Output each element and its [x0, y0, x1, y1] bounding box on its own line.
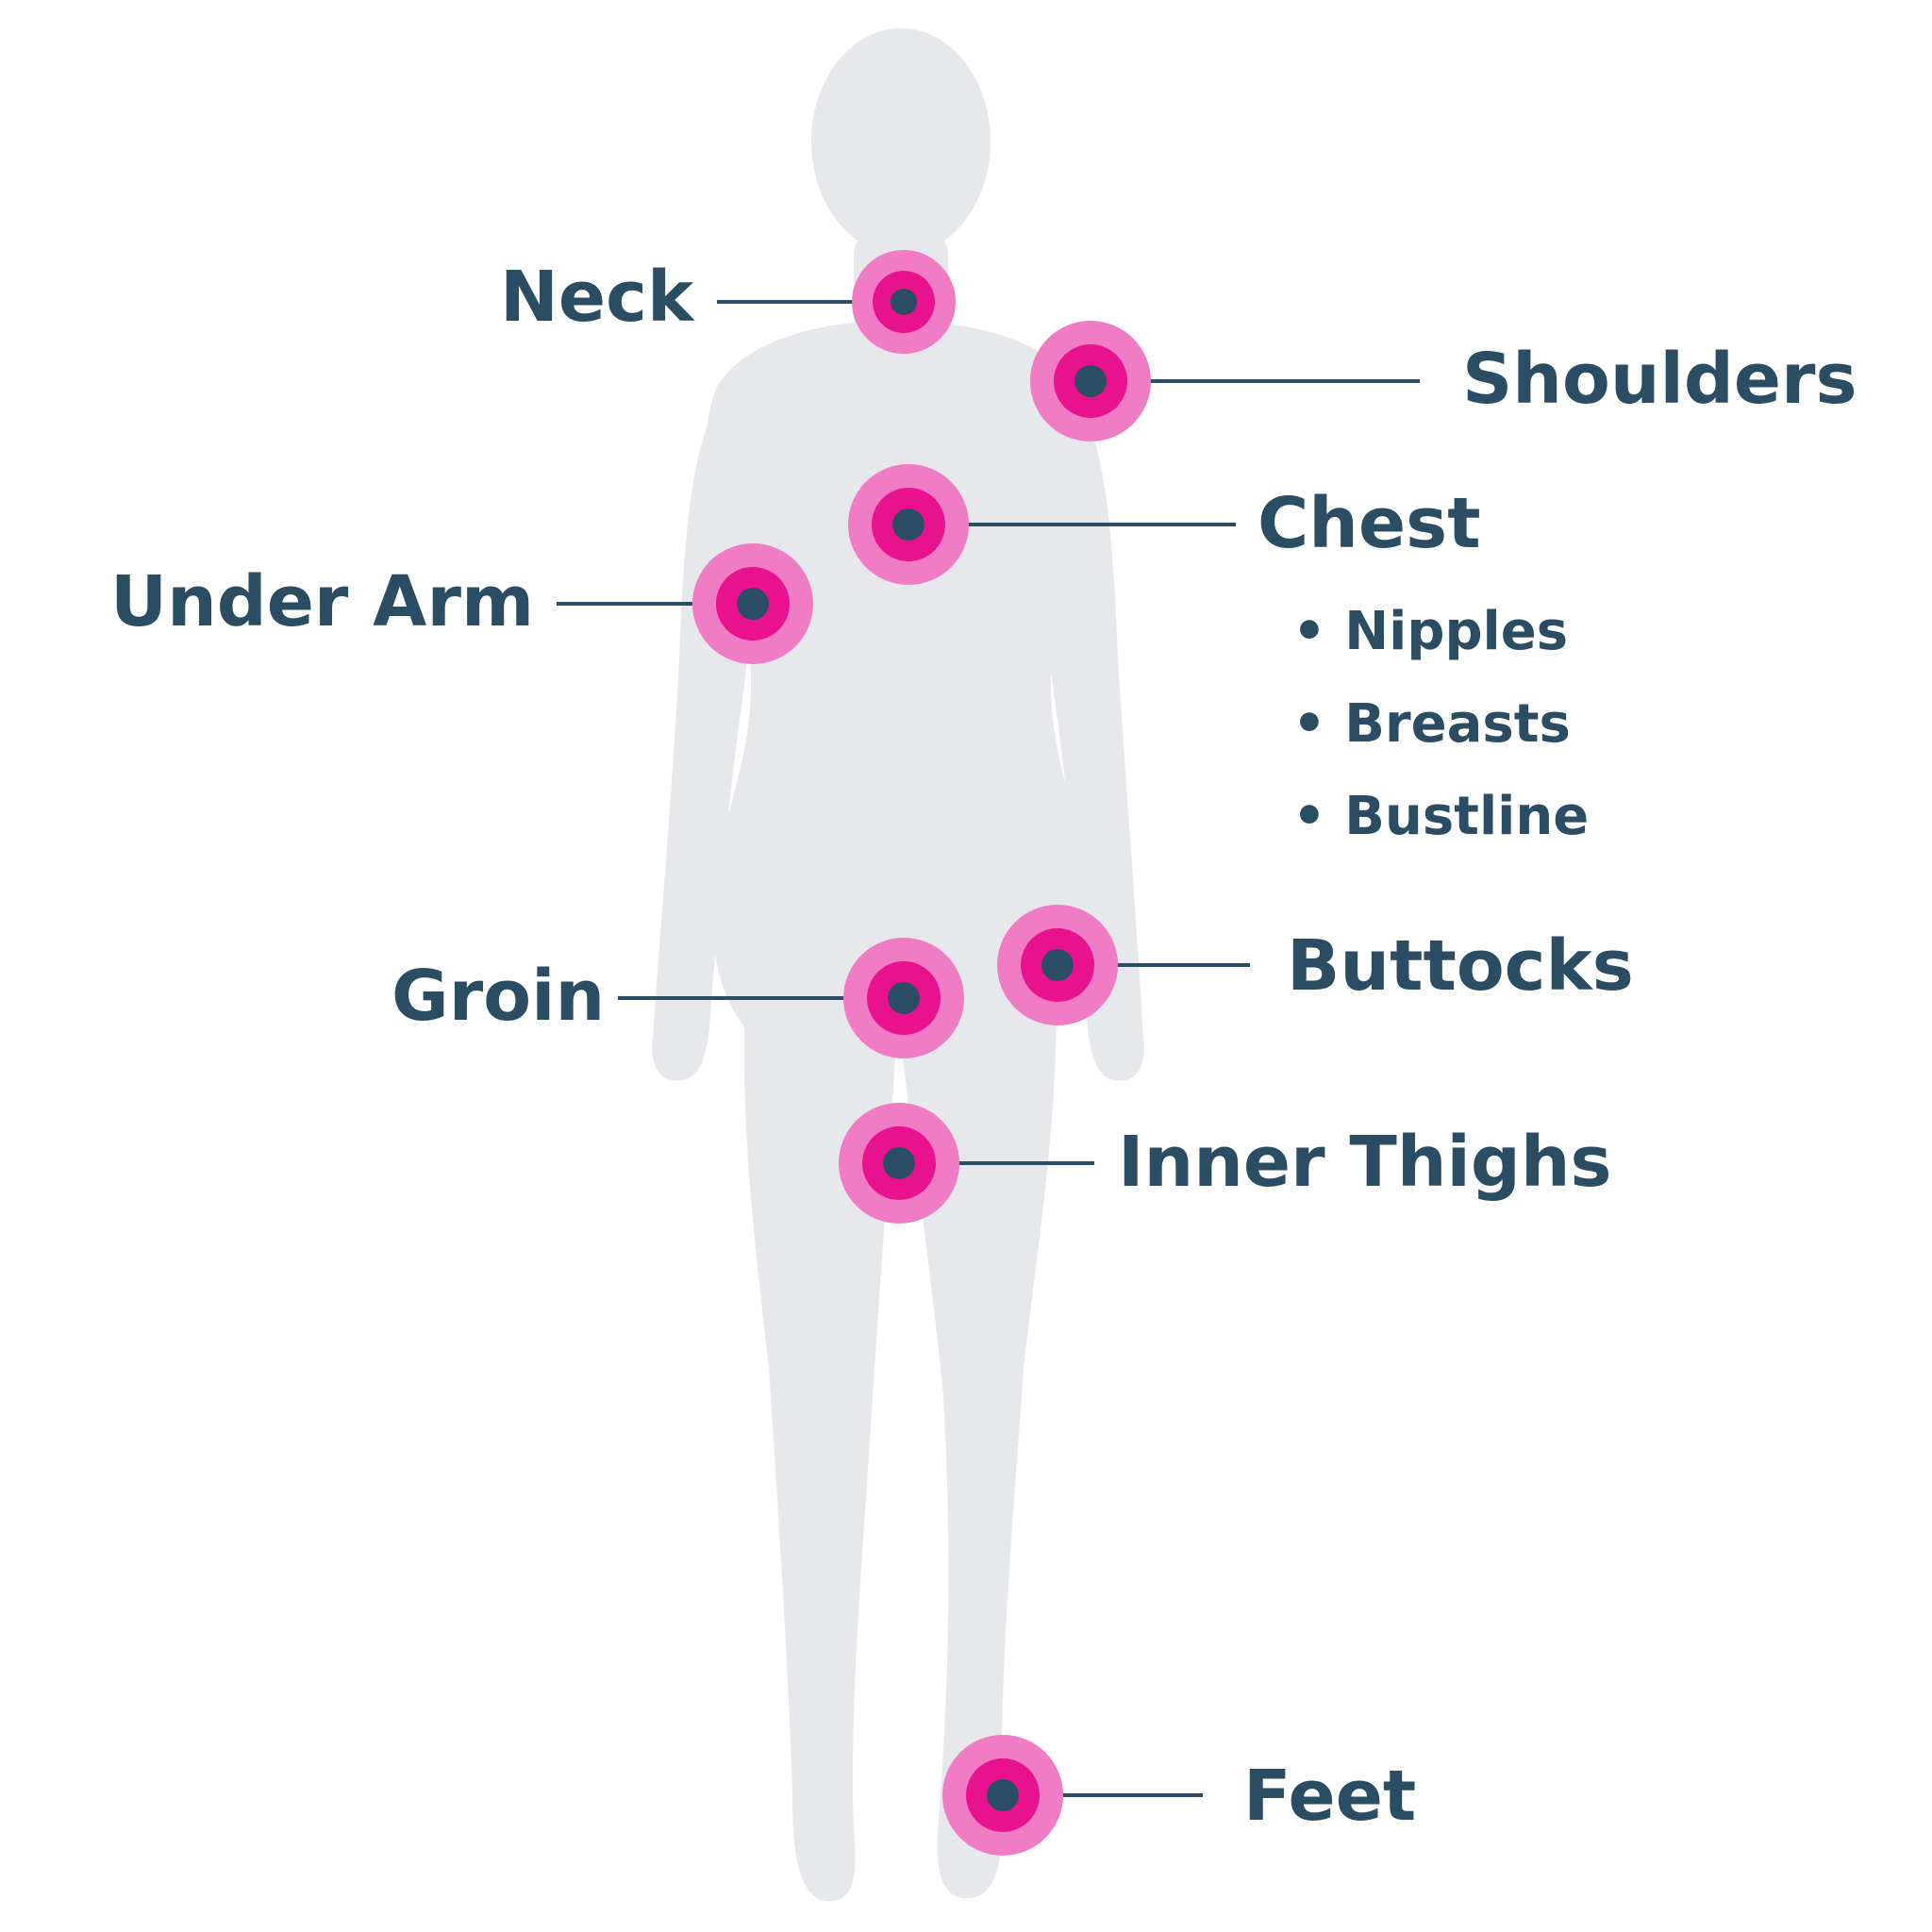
- label-groin: Groin: [391, 956, 605, 1037]
- marker-groin: Groin: [391, 938, 964, 1058]
- label-shoulders: Shoulders: [1462, 339, 1857, 420]
- label-chest: Chest: [1257, 483, 1481, 564]
- label-under-arm: Under Arm: [110, 561, 534, 642]
- marker-inner-thighs: Inner Thighs: [839, 1103, 1612, 1224]
- marker-neck: Neck: [500, 250, 956, 354]
- chest-sub-breasts: • Breasts: [1292, 693, 1571, 755]
- marker-feet: Feet: [942, 1735, 1416, 1856]
- marker-buttocks: Buttocks: [997, 905, 1634, 1025]
- marker-shoulders: Shoulders: [1030, 321, 1857, 441]
- marker-chest: Chest • Nipples • Breasts • Bustline: [848, 464, 1589, 847]
- label-buttocks: Buttocks: [1287, 925, 1634, 1007]
- chest-sub-bustline: • Bustline: [1292, 786, 1589, 847]
- marker-under-arm: Under Arm: [110, 543, 813, 664]
- label-feet: Feet: [1243, 1756, 1416, 1837]
- label-neck: Neck: [500, 257, 695, 338]
- label-inner-thighs: Inner Thighs: [1118, 1122, 1612, 1203]
- chest-sub-nipples: • Nipples: [1292, 601, 1568, 662]
